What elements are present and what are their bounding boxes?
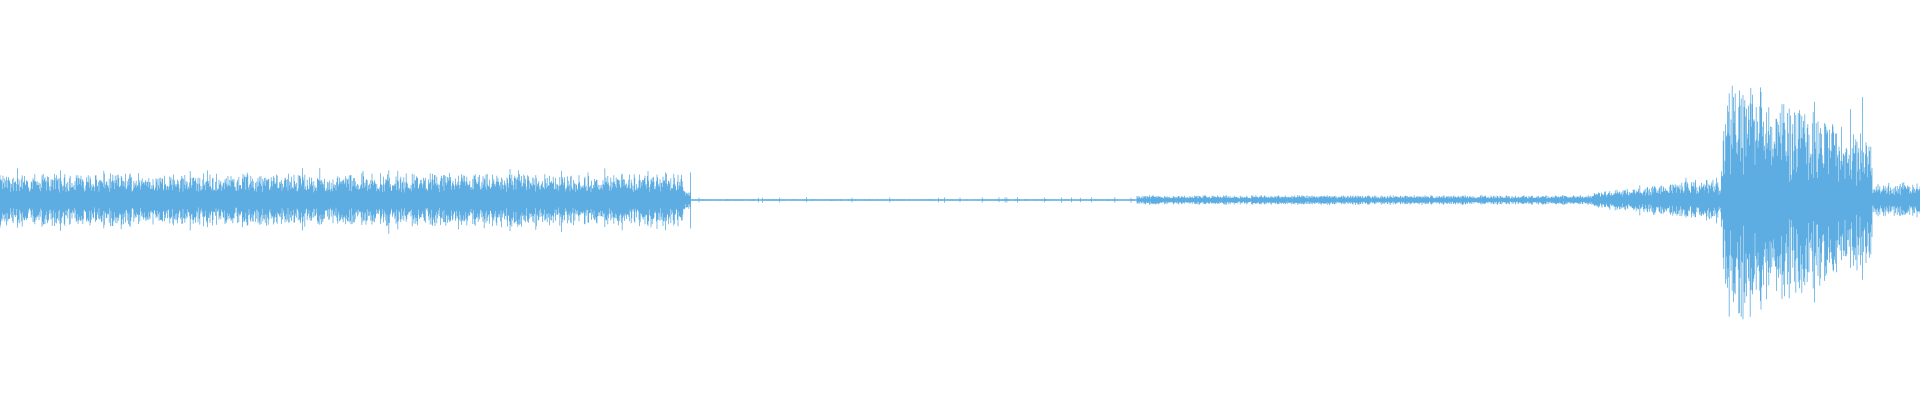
waveform-samples [0, 85, 1920, 320]
waveform-trace [0, 85, 1920, 320]
